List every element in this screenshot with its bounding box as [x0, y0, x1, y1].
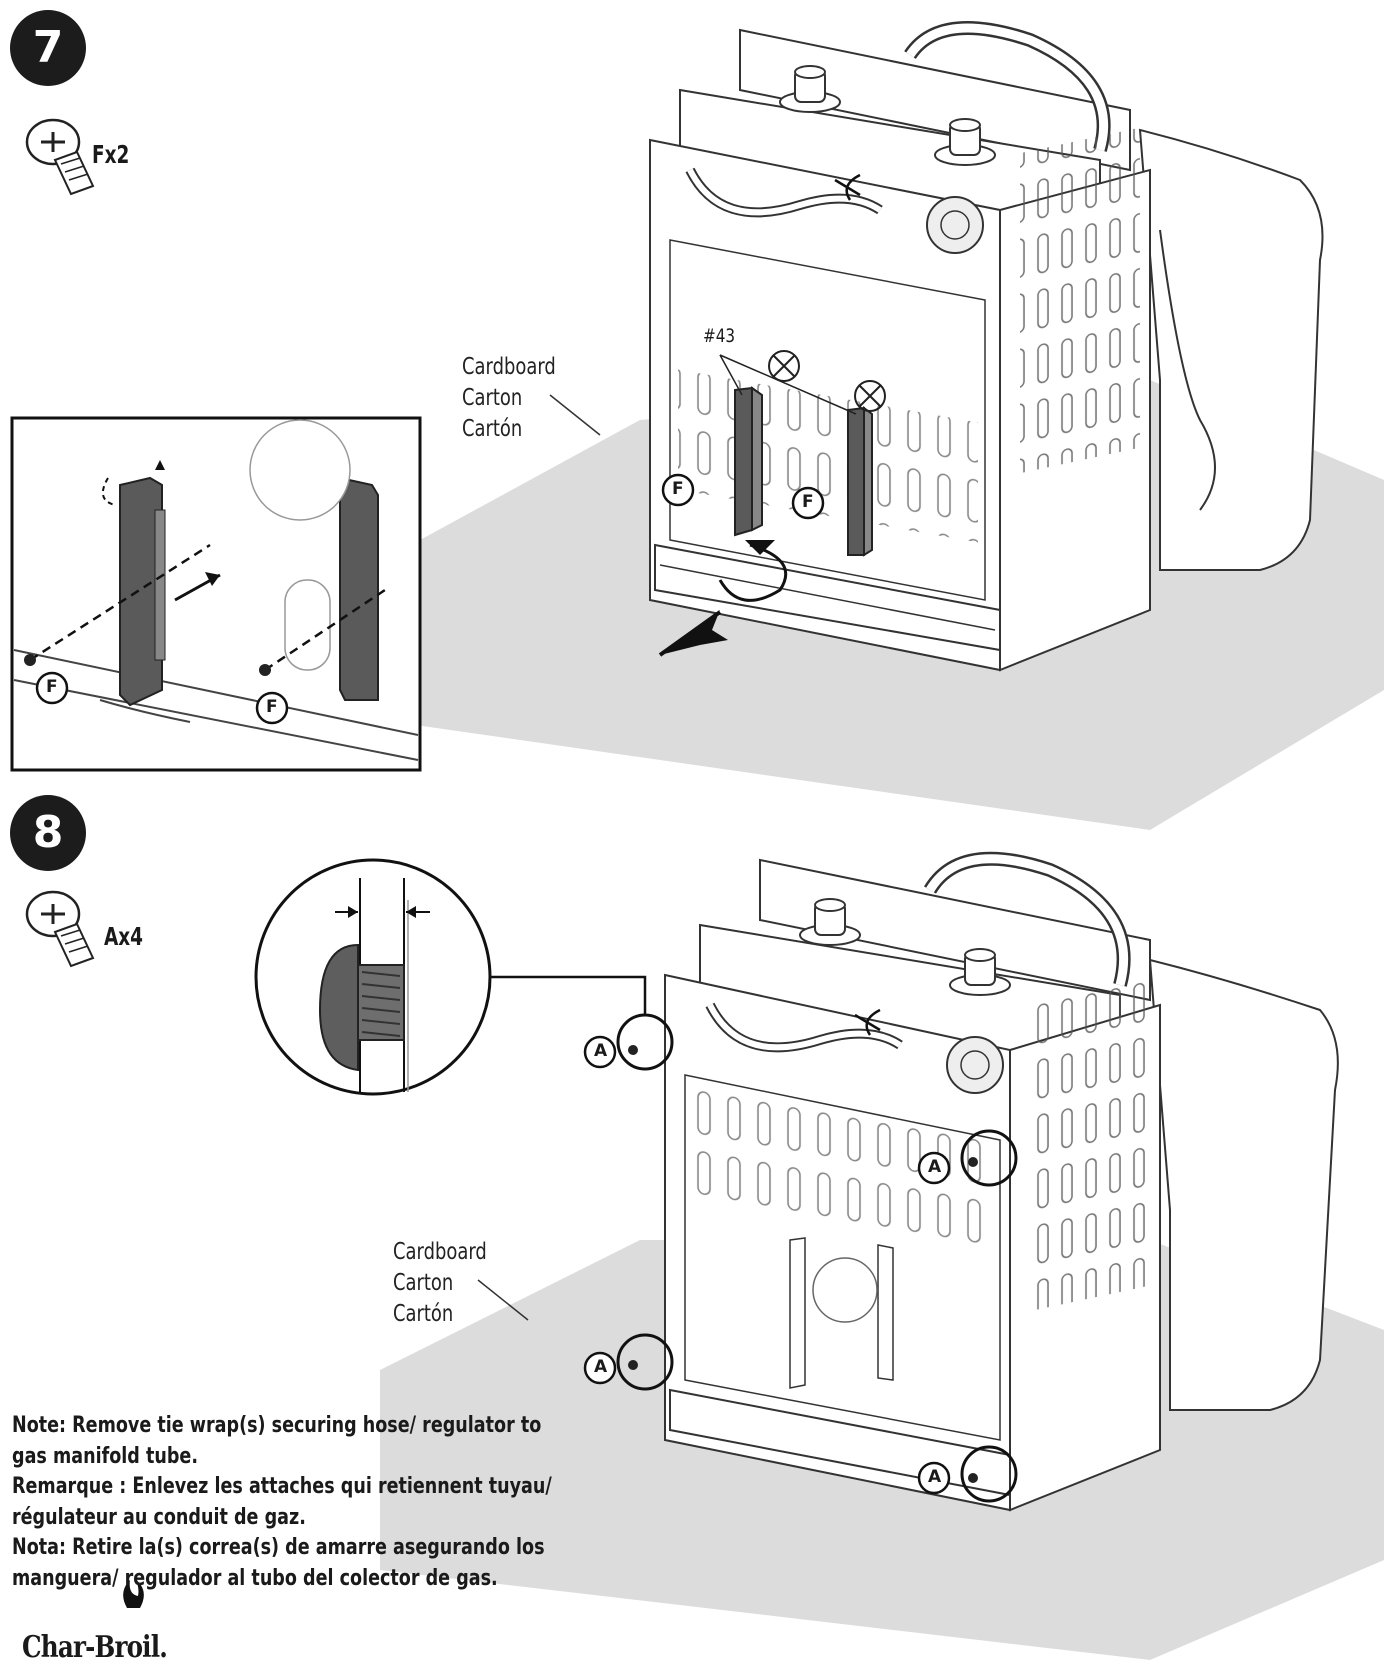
fastener-callout-a-4: A — [928, 1467, 942, 1487]
control-knob-left-8 — [799, 898, 861, 946]
rotate-arrow-7 — [718, 543, 788, 602]
fastener-callout-f-2: F — [802, 492, 814, 512]
note-es-line2: manguera/ regulador al tubo del colector… — [12, 1564, 498, 1591]
fastener-callout-a-1: A — [594, 1041, 608, 1061]
not-used-icon-1 — [768, 350, 800, 382]
detail-inset-7 — [10, 416, 422, 772]
fastener-callout-f-1: F — [672, 479, 684, 499]
fastener-callout-f-inset-2: F — [266, 697, 278, 717]
screw-quantity-label-7: Fx2 — [92, 140, 130, 169]
cardboard-label-es-8: Cartón — [393, 1301, 454, 1327]
brand-name: Char-Broil — [22, 1630, 160, 1665]
control-knob-right-8 — [949, 948, 1011, 996]
brand-logo: Char-Broil. — [22, 1630, 168, 1665]
cardboard-label-en-7: Cardboard — [462, 354, 556, 380]
cardboard-label-7: Cardboard Carton Cartón — [462, 352, 556, 445]
note-en-line2: gas manifold tube. — [12, 1442, 199, 1469]
magnifier-leader-8 — [488, 975, 647, 1015]
screw-quantity-label-8: Ax4 — [104, 922, 144, 951]
tie-wrap-cut-icon-7 — [834, 173, 861, 201]
note-en-line1: Note: Remove tie wrap(s) securing hose/ … — [12, 1412, 542, 1438]
grill-frame-8 — [664, 851, 1339, 1512]
tie-wrap-note: Note: Remove tie wrap(s) securing hose/ … — [12, 1410, 581, 1593]
cardboard-label-fr-7: Carton — [462, 385, 523, 411]
fastener-callout-f-inset-1: F — [46, 677, 58, 697]
step-number-badge-8: 8 — [10, 795, 86, 871]
cardboard-label-fr-8: Carton — [393, 1270, 454, 1296]
screw-icon-8 — [25, 890, 95, 968]
cardboard-label-en-8: Cardboard — [393, 1239, 487, 1265]
note-fr-line2: régulateur au conduit de gaz. — [12, 1503, 306, 1530]
step-number-badge-7: 7 — [10, 10, 86, 86]
fastener-callout-a-2: A — [928, 1157, 942, 1177]
bracket-43-right — [847, 406, 873, 557]
regulator-7 — [926, 196, 984, 254]
screw-icon-7 — [25, 118, 95, 196]
regulator-8 — [946, 1036, 1004, 1094]
note-es-line1: Nota: Retire la(s) correa(s) de amarre a… — [12, 1534, 545, 1560]
brand-flame-icon — [123, 1578, 144, 1608]
control-knob-left-7 — [779, 65, 841, 113]
note-fr-line1: Remarque : Enlevez les attaches qui reti… — [12, 1473, 552, 1499]
bracket-43-left — [734, 386, 763, 537]
cardboard-label-8: Cardboard Carton Cartón — [393, 1237, 487, 1330]
not-used-icon-2 — [854, 380, 886, 412]
screw-depth-detail-8 — [254, 858, 492, 1096]
control-knob-right-7 — [934, 118, 996, 166]
cardboard-label-es-7: Cartón — [462, 416, 523, 442]
part-number-label: #43 — [703, 325, 736, 347]
brand-mark: . — [159, 1630, 168, 1665]
fastener-callout-a-3: A — [594, 1357, 608, 1377]
